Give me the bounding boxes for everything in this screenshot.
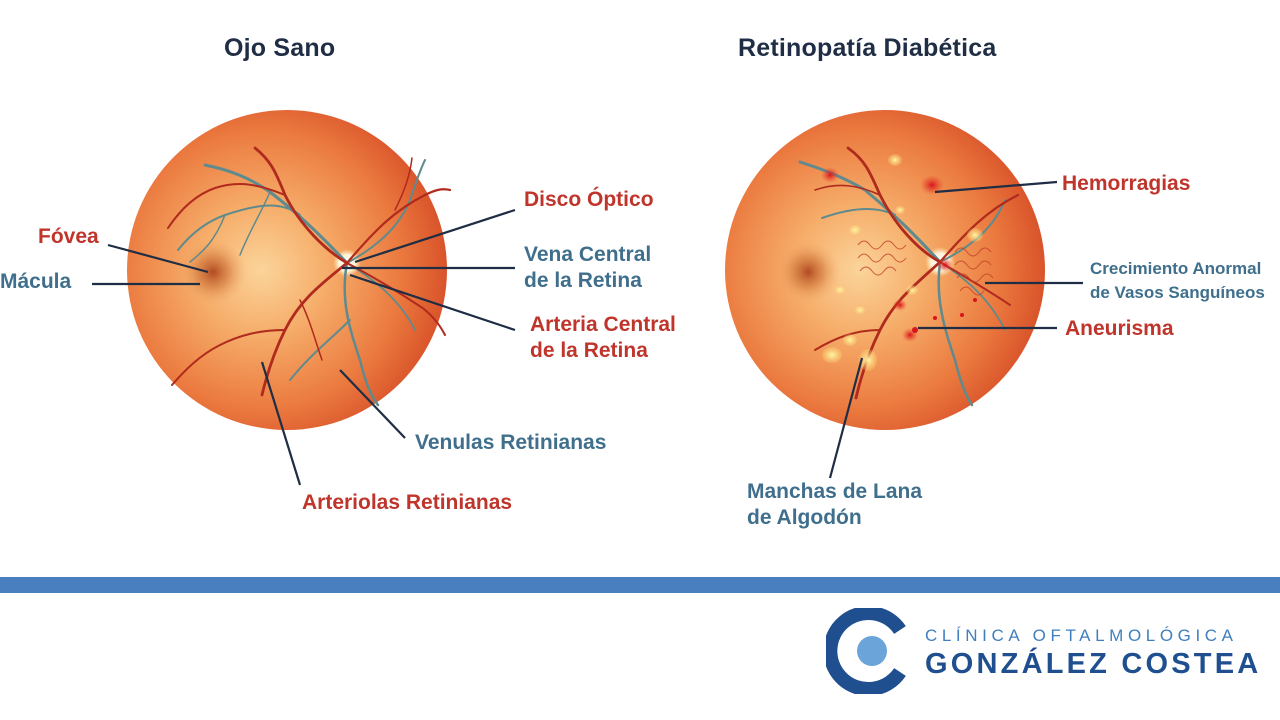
clinic-logo-icon [826,608,912,694]
venules-label: Venulas Retinianas [415,430,606,456]
clinic-logo-line1: CLÍNICA OFTALMOLÓGICA [925,626,1238,646]
healthy-fundus [127,110,450,430]
macula-label: Mácula [0,269,71,295]
abnormal-growth-label-2: de Vasos Sanguíneos [1090,282,1265,304]
diabetic-fundus [725,110,1045,430]
central-artery-label-2: de la Retina [530,338,648,364]
optic-disc-label: Disco Óptico [524,187,654,213]
cotton-wool-label-1: Manchas de Lana [747,479,922,505]
central-artery-label-1: Arteria Central [530,312,676,338]
arterioles-label: Arteriolas Retinianas [302,490,512,516]
central-vein-label-2: de la Retina [524,268,642,294]
abnormal-growth-label-1: Crecimiento Anormal [1090,258,1261,280]
healthy-macula-spot [179,238,247,306]
central-vein-label-1: Vena Central [524,242,651,268]
cotton-wool-label-2: de Algodón [747,505,862,531]
aneurysm-label: Aneurisma [1065,316,1174,342]
footer-divider [0,577,1280,593]
diabetic-macula-spot [776,240,840,304]
fovea-label: Fóvea [38,224,99,250]
hemorrhages-label: Hemorragias [1062,171,1190,197]
clinic-logo-line2: GONZÁLEZ COSTEA [925,648,1261,681]
